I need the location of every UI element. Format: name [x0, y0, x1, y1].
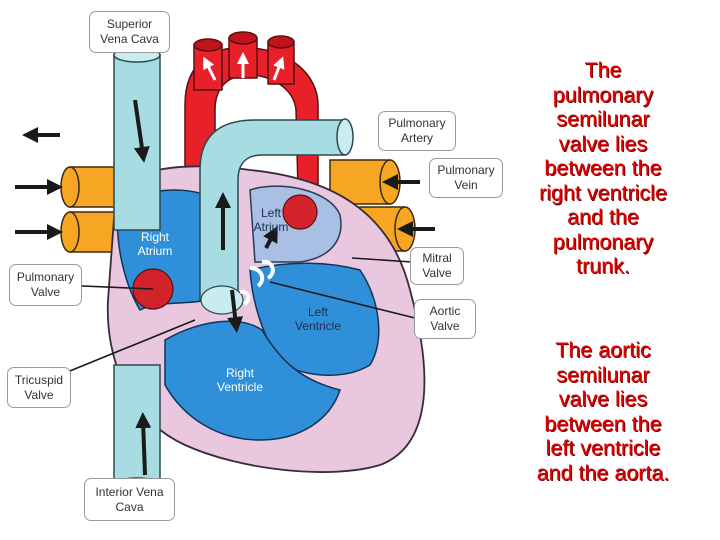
- pulmonary-semilunar-valve-shape: [200, 285, 244, 315]
- pulmonary-valve-note: The pulmonary semilunar valve lies betwe…: [539, 58, 667, 278]
- left-ventricle-label: Left Ventricle: [294, 305, 342, 333]
- aortic-valve-shape: [239, 259, 275, 306]
- mitral-valve-label: Mitral Valve: [410, 247, 464, 285]
- heart-diagram: [15, 31, 435, 493]
- right-atrium-label: Right Atrium: [137, 230, 173, 258]
- right-ventricle-label: Right Ventricle: [216, 366, 264, 394]
- mitral-valve-shape: [282, 194, 318, 230]
- aorta-flow-arrows: [203, 52, 285, 81]
- left-atrium-label: Left Atrium: [253, 206, 289, 234]
- inferior-vena-cava-label: Interior Vena Cava: [84, 478, 175, 521]
- pulmonary-artery-label: Pulmonary Artery: [378, 111, 456, 151]
- vena-cava: [113, 47, 161, 493]
- pulmonary-vein-label: Pulmonary Vein: [429, 158, 503, 198]
- aorta-label: Aorta: [223, 96, 253, 110]
- superior-vena-cava-label: Superior Vena Cava: [89, 11, 170, 53]
- flow-arrows: [15, 99, 435, 476]
- aortic-valve-note: The aortic semilunar valve lies between …: [536, 338, 670, 485]
- aortic-valve-label: Aortic Valve: [414, 299, 476, 339]
- tricuspid-valve-label: Tricuspid Valve: [7, 367, 71, 408]
- pulmonary-valve-label: Pulmonary Valve: [9, 264, 82, 306]
